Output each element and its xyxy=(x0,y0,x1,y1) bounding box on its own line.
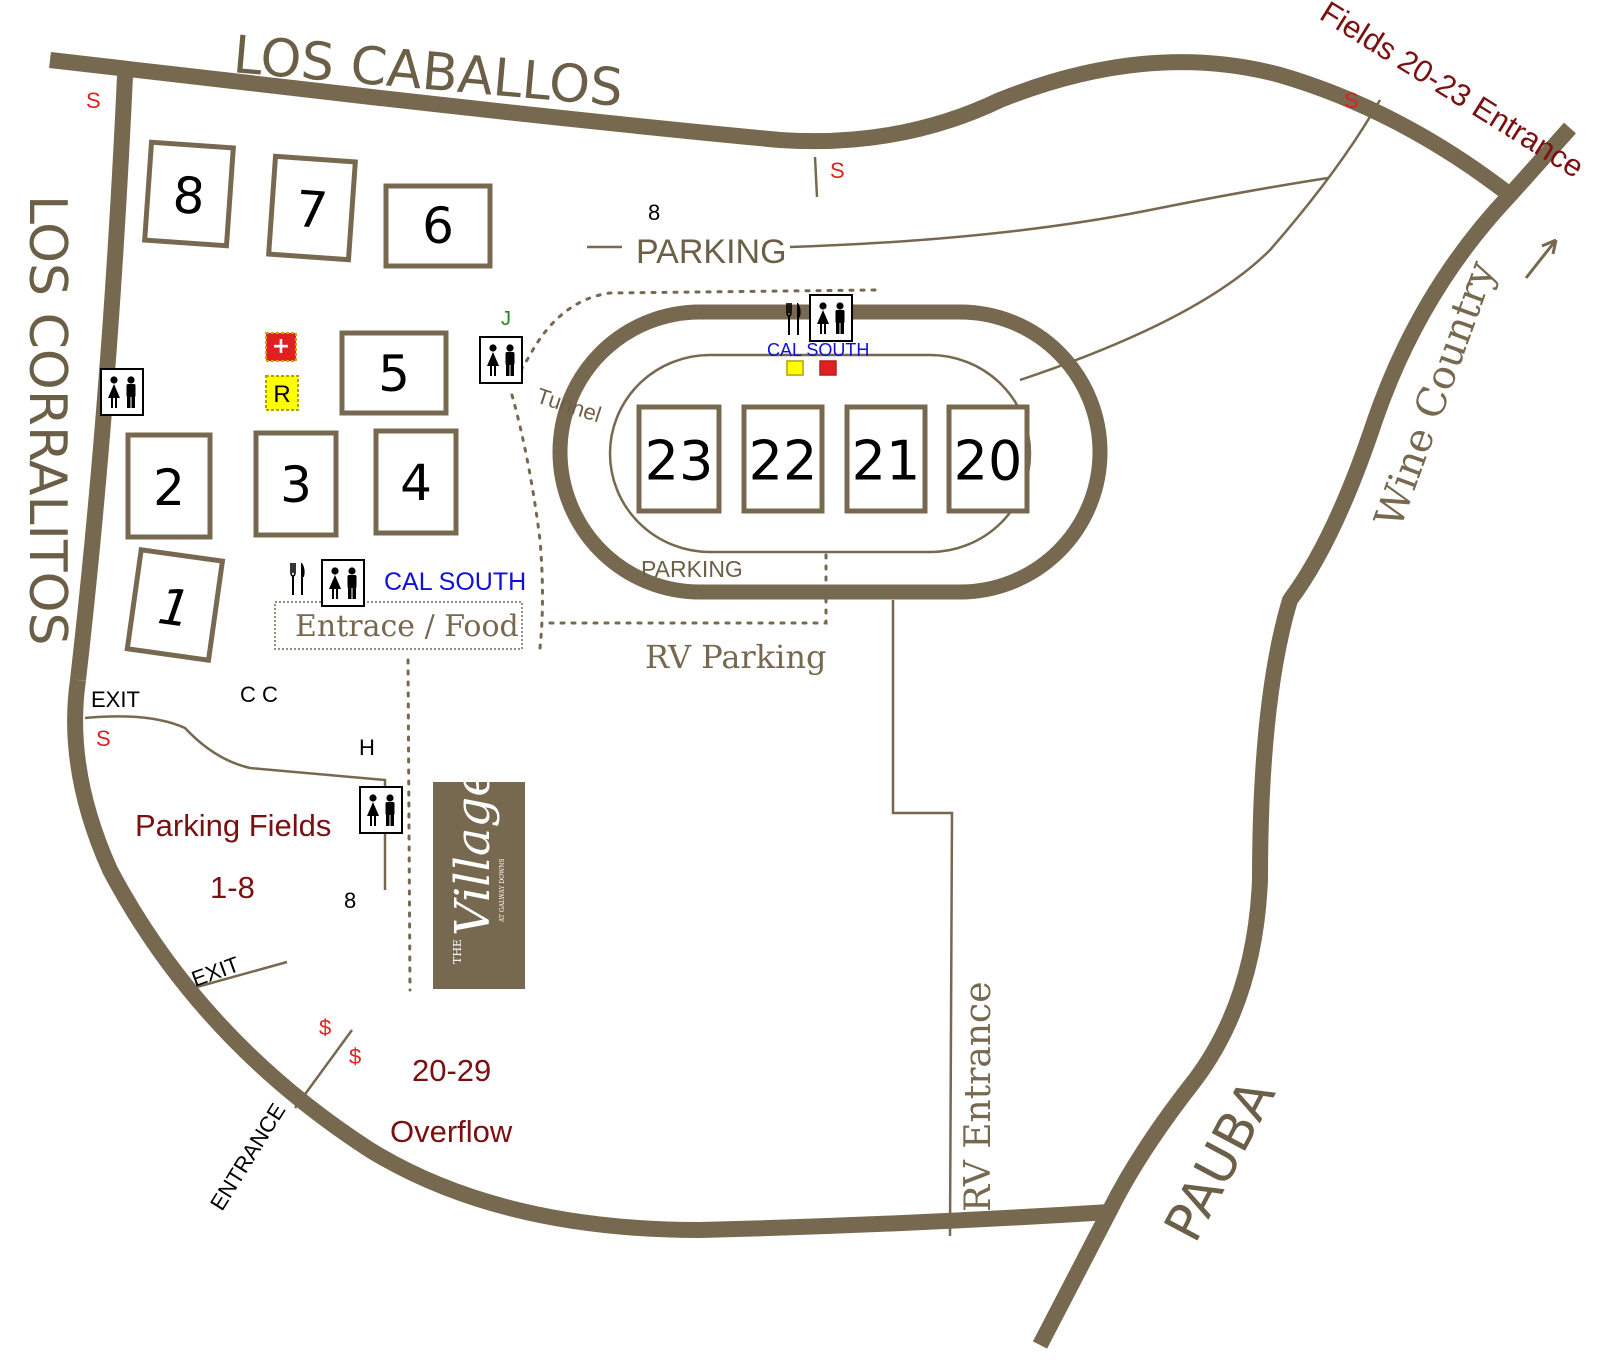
s-stub-top xyxy=(813,156,819,198)
exit-road-upper xyxy=(84,715,387,890)
entrance-lower-label: ENTRANCE xyxy=(205,1099,290,1215)
field-6[interactable]: 6 xyxy=(383,183,493,269)
entrance-food-box xyxy=(274,601,523,650)
restroom-icon xyxy=(359,786,403,834)
rv-entrance-label: RV Entrance xyxy=(958,981,999,1212)
inner-parking-loop xyxy=(608,353,1032,554)
track-connector-road xyxy=(1019,99,1382,382)
svg-text:6: 6 xyxy=(422,197,454,255)
yellow-marker xyxy=(786,360,804,376)
svg-text:2: 2 xyxy=(153,459,185,517)
walkway-top xyxy=(510,288,877,387)
svg-text:4: 4 xyxy=(400,454,432,512)
los-corralitos-label: LOS CORRALITOS xyxy=(17,195,77,646)
restroom-icon xyxy=(809,294,853,342)
h-label: H xyxy=(359,735,375,760)
parking-access-line xyxy=(587,176,1329,249)
cc-label: C C xyxy=(240,682,278,707)
svg-text:3: 3 xyxy=(280,456,312,514)
field-2[interactable]: 2 xyxy=(125,432,213,540)
parking-lot-number: 8 xyxy=(344,888,356,913)
village-logo: THE Village AT GALWAY DOWNS xyxy=(433,768,525,989)
cal-south-top-label: CAL SOUTH xyxy=(767,340,869,360)
fork-knife-icon xyxy=(290,562,306,596)
field-8[interactable]: 8 xyxy=(142,139,236,249)
los-caballos-road xyxy=(49,52,1515,202)
svg-text:R: R xyxy=(273,381,290,408)
parking-fields-range: 1-8 xyxy=(210,870,255,905)
j-label: J xyxy=(501,308,511,330)
walkway-village xyxy=(406,658,412,992)
wine-country-road xyxy=(1032,122,1576,1349)
svg-text:20: 20 xyxy=(954,430,1023,493)
svg-text:21: 21 xyxy=(852,430,921,493)
entrance-gate xyxy=(293,1029,354,1109)
parking-fields-label: Parking Fields xyxy=(135,808,331,843)
dollar-marker: $ xyxy=(349,1044,361,1069)
field-7[interactable]: 7 xyxy=(266,153,358,263)
restroom-icon xyxy=(479,336,523,384)
parking-inner-label: PARKING xyxy=(641,556,743,582)
field-21[interactable]: 21 xyxy=(844,404,928,514)
dollar-marker: $ xyxy=(319,1015,331,1040)
cal-south-left-label: CAL SOUTH xyxy=(384,568,526,596)
walkway-bottom xyxy=(548,553,828,625)
field-23[interactable]: 23 xyxy=(636,404,722,514)
svg-text:5: 5 xyxy=(378,345,410,403)
entrance-food-label: Entrace / Food xyxy=(295,609,519,644)
rv-parking-label: RV Parking xyxy=(645,638,826,676)
svg-text:THE: THE xyxy=(451,939,464,964)
restroom-icon xyxy=(100,368,144,416)
restroom-icon xyxy=(321,559,365,607)
s-marker: S xyxy=(86,88,101,113)
red-marker xyxy=(819,360,837,376)
exit-gate-lower xyxy=(185,960,288,992)
field-22[interactable]: 22 xyxy=(741,404,825,514)
first-aid-icon: + xyxy=(265,332,297,362)
svg-text:Village: Village xyxy=(445,768,501,936)
walkway-side xyxy=(510,393,544,650)
svg-text:8: 8 xyxy=(171,166,207,226)
arrow-icon xyxy=(1524,238,1558,279)
pauba-road xyxy=(67,678,1111,1238)
s-marker: S xyxy=(96,726,111,751)
exit-upper-label: EXIT xyxy=(91,687,140,712)
svg-text:22: 22 xyxy=(749,430,818,493)
parking-top-number: 8 xyxy=(648,200,660,225)
field-20[interactable]: 20 xyxy=(946,404,1030,514)
svg-text:23: 23 xyxy=(645,430,714,493)
s-marker: S xyxy=(1344,88,1359,113)
s-marker: S xyxy=(830,158,845,183)
field-3[interactable]: 3 xyxy=(253,430,339,538)
svg-text:AT GALWAY DOWNS: AT GALWAY DOWNS xyxy=(499,858,506,923)
parking-top-label: PARKING xyxy=(636,233,787,271)
r-marker: R xyxy=(265,375,299,411)
field-4[interactable]: 4 xyxy=(373,428,459,536)
svg-text:+: + xyxy=(272,334,290,359)
svg-text:7: 7 xyxy=(294,180,330,240)
field-5[interactable]: 5 xyxy=(339,330,449,416)
overflow-range-label: 20-29 xyxy=(412,1053,491,1088)
field-1[interactable]: 1 xyxy=(124,546,226,664)
overflow-label: Overflow xyxy=(390,1114,513,1149)
rv-entrance-road xyxy=(891,600,954,1237)
exit-lower-label: EXIT xyxy=(188,951,243,991)
